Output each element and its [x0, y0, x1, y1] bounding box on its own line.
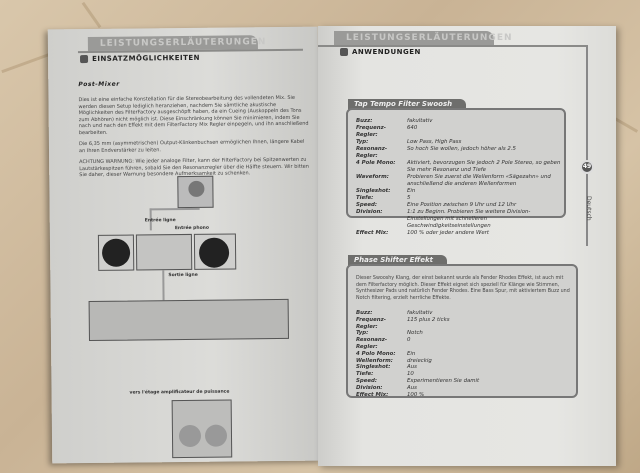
- setting-label: Resonanz-Regler:: [356, 337, 388, 350]
- setting-value: 5: [407, 195, 411, 201]
- setting-value: Aktiviert, bevorzugen Sie jedoch 2 Pole …: [407, 160, 561, 173]
- rack-unit-rear: [88, 298, 289, 342]
- setting-label: Typ:: [356, 330, 369, 337]
- setting-row: Wellenform: dreieckig: [356, 358, 561, 365]
- setting-value: dreieckig: [407, 357, 432, 364]
- setting-row: Speed: Experimentieren Sie damit: [356, 378, 561, 385]
- setting-label: Waveform:: [356, 174, 389, 180]
- setting-label: Wellenform:: [356, 357, 393, 364]
- setting-label: 4 Pole Mono:: [356, 160, 396, 166]
- setting-row: Effect Mix: 100 % oder jeder andere Wert: [356, 230, 561, 237]
- right-page: LEISTUNGSERLÄUTERUNGEN ANWENDUNGEN 49 De…: [318, 26, 616, 466]
- setting-label: Speed:: [356, 202, 378, 208]
- setting-row: Frequenz-Regler: 115 plus 2 ticks: [356, 317, 561, 331]
- setting-value: fakultativ: [407, 118, 433, 124]
- section-icon: [80, 55, 89, 64]
- subtitle: Post-Mixer: [78, 80, 120, 89]
- section-icon: [340, 48, 348, 56]
- setting-row: Buzz: fakultativ: [356, 118, 561, 125]
- setting-value: 0: [407, 337, 411, 344]
- margin-rule: [586, 46, 588, 246]
- setting-row: Tiefe: 5: [356, 195, 561, 202]
- setting-label: Tiefe:: [356, 195, 374, 201]
- setting-value: Ein: [407, 350, 416, 357]
- setting-row: Waveform: Probieren Sie zuerst die Wellen…: [356, 174, 561, 188]
- setting-row: Resonanz-Regler: So hoch Sie wollen, jedo…: [356, 146, 561, 160]
- setting-row: Tiefe: 10: [356, 371, 561, 378]
- setting-row: Speed: Eine Position zwischen 9 Uhr und 1…: [356, 202, 561, 209]
- line-in-label: Entrée ligne: [144, 218, 176, 224]
- setting-value: 100 %: [407, 391, 425, 398]
- language-tab: Deutsch: [585, 196, 592, 221]
- setting-label: 4 Polo Mono:: [356, 350, 396, 357]
- setting-value: fakultativ: [407, 310, 433, 316]
- box-title: Phase Shifter Effekt: [348, 255, 447, 266]
- setting-value: So hoch Sie wollen, jedoch höher als 2.5: [407, 146, 516, 152]
- setting-value: Probieren Sie zuerst die Wellenform «Säg…: [407, 174, 551, 187]
- filterfactory-unit: [177, 175, 214, 209]
- section-title: EINSATZMÖGLICHKEITEN: [80, 54, 200, 64]
- setting-row: Typ: Low Pass, High Pass: [356, 139, 561, 146]
- setting-value: Aus: [407, 364, 417, 371]
- turntable-right: [193, 233, 237, 270]
- setting-label: Speed:: [356, 377, 378, 384]
- floor-tile-grout: [81, 1, 102, 29]
- section-title: ANWENDUNGEN: [340, 48, 421, 56]
- setting-label: Typ:: [356, 139, 369, 145]
- setting-label: Singleshot:: [356, 364, 391, 371]
- setting-label: Division:: [356, 209, 383, 215]
- speakers: [171, 399, 233, 459]
- setting-row: Singleshot: Aus: [356, 364, 561, 371]
- setting-value: Experimentieren Sie damit: [407, 377, 480, 384]
- setting-label: Frequenz-Regler:: [356, 316, 386, 330]
- page-number: 49: [580, 160, 594, 174]
- setting-value: Notch: [407, 330, 423, 337]
- setting-row: Division: Aus: [356, 385, 561, 392]
- setting-value: 100 % oder jeder andere Wert: [407, 230, 489, 236]
- setting-row: Frequenz-Regler: 640: [356, 125, 561, 139]
- header-rule: [318, 45, 588, 47]
- setting-label: Singleshot:: [356, 188, 391, 194]
- setting-row: 4 Pole Mono: Aktiviert, bevorzugen Sie je…: [356, 160, 561, 174]
- dj-mixer: [135, 233, 193, 271]
- setting-label: Effect Mix:: [356, 230, 389, 236]
- amp-label: vers l'étage amplificateur de puissance: [129, 389, 230, 396]
- box-intro: Dieser Swooshy Klang, der einst bekannt …: [356, 276, 570, 301]
- setting-value: Eine Position zwischen 9 Uhr und 12 Uhr: [407, 202, 517, 208]
- setting-value: Aus: [407, 384, 417, 391]
- setting-label: Division:: [356, 384, 383, 391]
- paragraph: Die 6,35 mm (asymmetrischen) Output-Klin…: [78, 138, 305, 154]
- paragraph: Dies ist eine einfache Konstellation für…: [78, 94, 309, 136]
- setting-value: Ein: [407, 188, 416, 194]
- phono-in-label: Entrée phono: [174, 225, 209, 232]
- phase-shifter-box: Dieser Swooshy Klang, der einst bekannt …: [346, 264, 578, 398]
- setting-value: 115 plus 2 ticks: [407, 316, 450, 323]
- setting-label: Resonanz-Regler:: [356, 146, 388, 159]
- setting-label: Frequenz-Regler:: [356, 125, 386, 138]
- header-band: LEISTUNGSERLÄUTERUNGEN: [334, 31, 512, 45]
- setting-label: Buzz:: [356, 310, 373, 316]
- setting-value: 640: [407, 125, 418, 131]
- setting-value: 10: [407, 371, 414, 378]
- box-title: Tap Tempo Filter Swoosh: [348, 99, 467, 110]
- setting-row: Effect Mix: 100 %: [356, 392, 561, 399]
- setting-row: Resonanz-Regler: 0: [356, 337, 561, 351]
- setting-value: Low Pass, High Pass: [407, 139, 462, 145]
- setting-label: Tiefe:: [356, 371, 374, 378]
- setting-row: Typ: Notch: [356, 330, 561, 337]
- setting-row: Division: 1:1 zu Beginn. Probieren Sie we…: [356, 209, 561, 230]
- setting-label: Buzz:: [356, 118, 373, 124]
- body-text: Dies ist eine einfache Konstellation für…: [78, 95, 309, 179]
- setting-value: 1:1 zu Beginn. Probieren Sie weitere Div…: [407, 209, 531, 229]
- connection-diagram: Entrée ligne Entrée phono Sortie ligne v…: [48, 27, 318, 459]
- setting-label: Effect Mix:: [356, 391, 389, 398]
- setting-row: 4 Polo Mono: Ein: [356, 351, 561, 358]
- setting-row: Singleshot: Ein: [356, 188, 561, 195]
- turntable-left: [97, 234, 135, 271]
- left-page: LEISTUNGSERLÄUTERUNGEN EINSATZMÖGLICHKEI…: [47, 26, 323, 464]
- setting-row: Buzz: fakultativ: [356, 310, 561, 317]
